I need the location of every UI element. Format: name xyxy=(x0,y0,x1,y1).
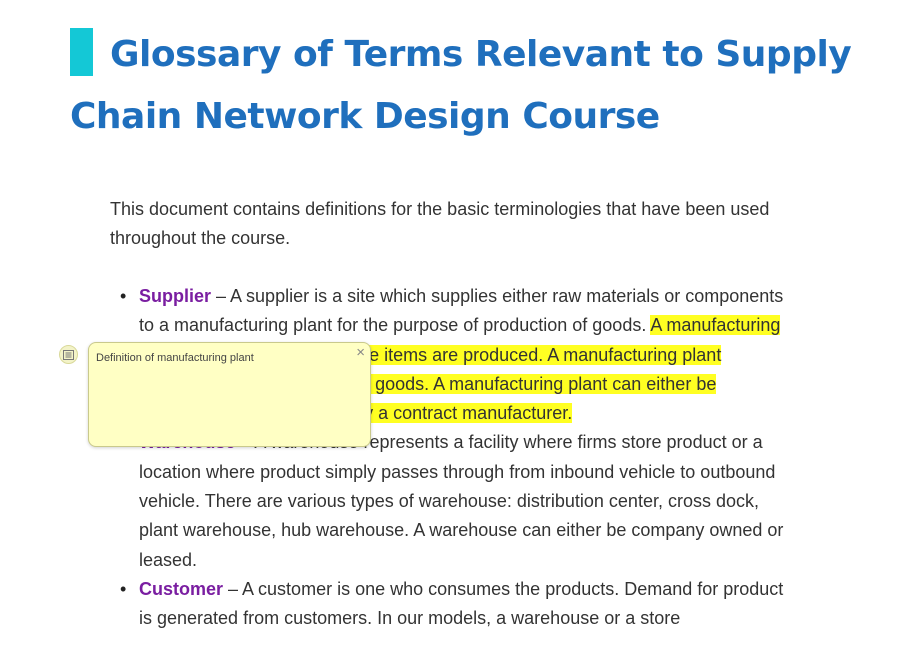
term-name: Supplier xyxy=(139,286,212,306)
sticky-note-popup: Definition of manufacturing plant × xyxy=(88,342,371,447)
page-title: Glossary of Terms Relevant to Supply Cha… xyxy=(70,34,852,137)
close-icon[interactable]: × xyxy=(356,344,365,361)
glossary-item-customer: Customer – A customer is one who consume… xyxy=(120,575,789,634)
intro-paragraph: This document contains definitions for t… xyxy=(110,199,770,248)
term-definition: – A supplier is a site which supplies ei… xyxy=(139,286,784,336)
title-accent-bar xyxy=(70,28,93,76)
note-marker-icon[interactable] xyxy=(59,345,78,364)
glossary-list: Supplier – A supplier is a site which su… xyxy=(120,282,789,634)
term-name: Customer xyxy=(139,578,224,599)
term-definition: – A customer is one who consumes the pro… xyxy=(139,578,784,629)
term-definition: – A warehouse represents a facility wher… xyxy=(139,432,784,570)
glossary-item-warehouse: Warehouse – A warehouse represents a fac… xyxy=(120,428,789,574)
note-lines-icon xyxy=(63,349,74,360)
note-text-input[interactable]: Definition of manufacturing plant xyxy=(96,351,346,441)
